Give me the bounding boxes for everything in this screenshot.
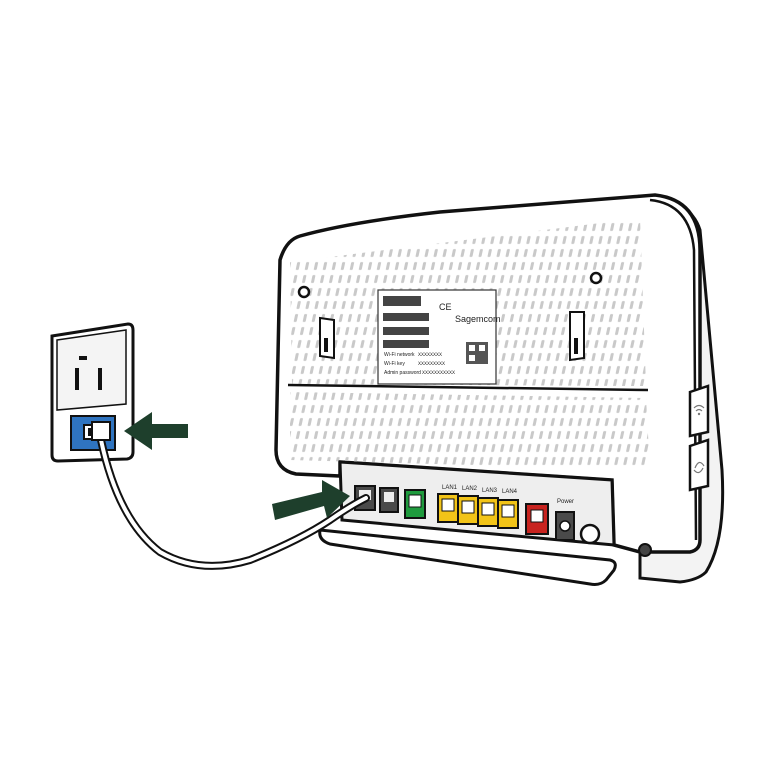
wifi-button[interactable]	[688, 384, 710, 438]
wps-icon	[693, 461, 705, 474]
wifi-key-value: XXXXXXXXX	[418, 361, 445, 367]
wifi-network-value: XXXXXXXX	[418, 352, 442, 358]
admin-password-caption: Admin password	[384, 370, 421, 376]
lan-2-label: LAN2	[462, 486, 478, 492]
sticker-brand: Sagemcom	[455, 314, 501, 324]
label-sticker: CE Sagemcom Wi-Fi network XXXXXXXX Wi-Fi…	[377, 289, 501, 385]
lan-3-label: LAN3	[482, 488, 498, 494]
lan-port-1	[437, 493, 459, 523]
wan-port	[404, 489, 426, 519]
arrow-to-wall-port	[124, 412, 188, 450]
power-button[interactable]	[579, 523, 601, 545]
wifi-network-caption: Wi-Fi network	[384, 352, 415, 358]
wps-button[interactable]	[688, 438, 710, 492]
lan-port-2	[457, 495, 479, 525]
power-jack	[555, 511, 575, 541]
lan-4-label: LAN4	[502, 489, 518, 495]
mount-screw-left	[297, 285, 311, 299]
phone-port	[379, 487, 399, 513]
ce-mark: CE	[439, 302, 452, 312]
outlet-icon	[75, 356, 102, 390]
router: CE Sagemcom Wi-Fi network XXXXXXXX Wi-Fi…	[274, 193, 725, 586]
lan-port-3	[477, 497, 499, 527]
mount-screw-right	[589, 271, 603, 285]
lan-1-label: LAN1	[442, 485, 458, 491]
wifi-icon	[693, 404, 705, 416]
power-label: Power	[557, 499, 574, 505]
barcode	[383, 296, 421, 306]
reset-hole[interactable]	[638, 543, 652, 557]
arrow-to-dsl-port	[272, 480, 350, 520]
mount-slot-right	[569, 311, 585, 362]
lan-port-4	[497, 499, 519, 529]
admin-password-value: XXXXXXXXXXX	[422, 370, 455, 376]
red-port	[525, 503, 549, 535]
wifi-key-caption: Wi-Fi key	[384, 361, 405, 367]
